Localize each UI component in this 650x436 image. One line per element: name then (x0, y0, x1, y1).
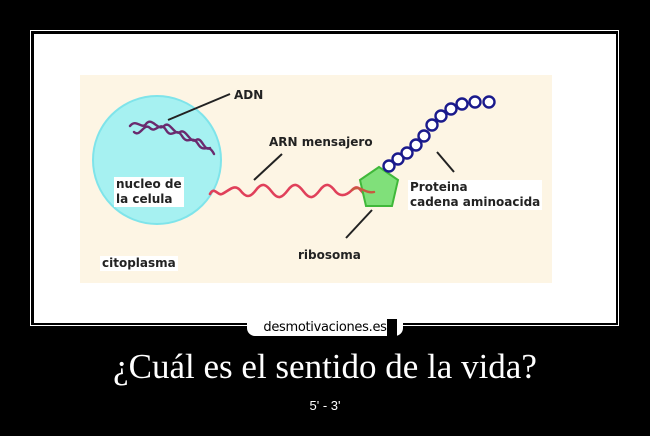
arn-pointer (253, 153, 283, 181)
label-proteina-line1: Proteina (410, 180, 468, 194)
label-nucleo-line1: nucleo de (116, 177, 182, 191)
ribosoma-pointer (345, 209, 373, 239)
adn-pointer (167, 93, 231, 121)
protein-chain-icon (382, 95, 496, 173)
label-nucleo: nucleo de la celula (114, 177, 184, 207)
proteina-pointer (436, 151, 455, 173)
poster-title: ¿Cuál es el sentido de la vida? (113, 347, 537, 386)
label-proteina: Proteina cadena aminoacida (408, 180, 543, 210)
poster-image: ADN ARN mensajero nucleo de la celula Pr… (34, 34, 616, 323)
site-logo[interactable]: desmotivaciones.es (247, 319, 403, 336)
ribosome-icon (358, 165, 400, 207)
label-citoplasma: citoplasma (100, 256, 178, 271)
label-proteina-line2: cadena aminoacida (410, 195, 541, 209)
label-arn-mensajero: ARN mensajero (269, 135, 373, 149)
label-adn: ADN (234, 88, 264, 102)
poster-subtitle: 5' - 3' (309, 398, 341, 413)
dna-helix-icon (128, 120, 216, 156)
label-ribosoma: ribosoma (298, 248, 361, 262)
label-nucleo-line2: la celula (116, 192, 173, 206)
